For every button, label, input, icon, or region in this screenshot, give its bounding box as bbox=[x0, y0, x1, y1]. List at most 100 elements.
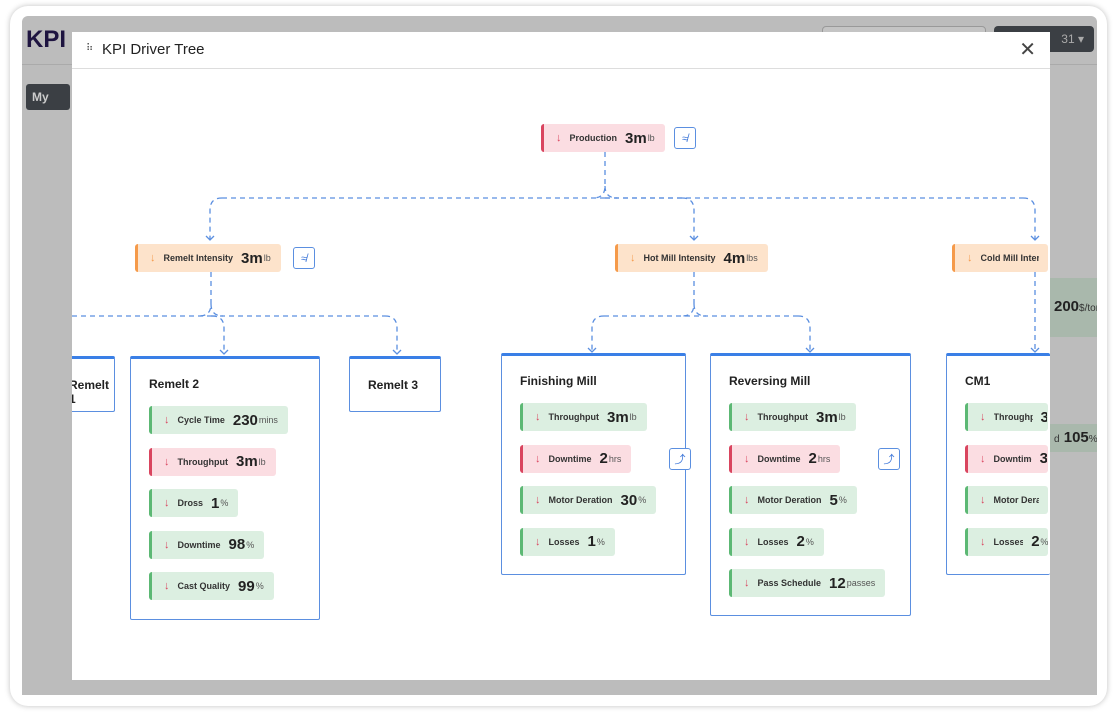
metric-unit: % bbox=[220, 498, 229, 508]
connector-arrowhead bbox=[392, 349, 402, 355]
metric-value: 3m bbox=[815, 408, 838, 426]
metric-unit: passes bbox=[846, 578, 876, 588]
connector-arrowhead bbox=[689, 235, 699, 241]
peek-label: d bbox=[1054, 434, 1060, 445]
metric-value: 3 bbox=[1041, 409, 1047, 426]
metric-value: 230 bbox=[232, 411, 258, 429]
arrow-down-icon: ↓ bbox=[744, 452, 750, 465]
metric-value: 99 bbox=[238, 577, 255, 595]
arrow-down-icon: ↓ bbox=[630, 252, 636, 264]
metric-value: 98 bbox=[228, 536, 246, 553]
connector-line bbox=[209, 197, 223, 240]
metric-chip[interactable]: ↓Motor Deration bbox=[965, 486, 1048, 514]
connector-arrowhead bbox=[1030, 235, 1040, 241]
driver-card[interactable]: Remelt 1 bbox=[72, 356, 115, 412]
arrow-down-icon: ↓ bbox=[535, 494, 541, 506]
metric-label: Motor Deration bbox=[757, 495, 822, 505]
connector-line bbox=[384, 315, 398, 354]
driver-card[interactable]: Remelt 3 bbox=[349, 356, 441, 412]
arrow-down-icon: ↓ bbox=[980, 411, 986, 423]
metric-label: Motor Deration bbox=[548, 495, 613, 505]
metric-unit: % bbox=[255, 581, 264, 591]
connector-line bbox=[604, 185, 618, 199]
metric-value: 12 bbox=[829, 574, 846, 592]
connector-line bbox=[211, 315, 225, 354]
arrow-down-icon: ↓ bbox=[980, 452, 986, 465]
tree-icon: ⠷ bbox=[86, 43, 94, 54]
metric-value: 2 bbox=[808, 450, 817, 467]
metric-label: Throughput bbox=[548, 412, 599, 422]
metric-label: Downtime bbox=[548, 453, 592, 464]
metric-value: 4m bbox=[723, 249, 746, 267]
connector-arrowhead bbox=[805, 347, 815, 353]
metric-value: 2 bbox=[1031, 533, 1040, 550]
arrow-down-icon: ↓ bbox=[164, 455, 170, 468]
metric-label: Downtime bbox=[993, 453, 1032, 464]
close-button[interactable]: ✕ bbox=[1019, 39, 1036, 61]
metric-unit: hrs bbox=[608, 453, 622, 464]
metric-unit: % bbox=[596, 536, 605, 547]
metric-label: Hot Mill Intensity bbox=[643, 253, 716, 263]
card-title: Remelt 3 bbox=[368, 378, 419, 392]
arrow-down-icon: ↓ bbox=[535, 535, 541, 548]
metric-value: 2 bbox=[599, 450, 608, 467]
metric-label: Cast Quality bbox=[177, 581, 231, 591]
arrow-down-icon: ↓ bbox=[164, 538, 170, 551]
metric-chip[interactable]: ↓ Cast Quality 99% bbox=[149, 572, 274, 600]
arrow-down-icon: ↓ bbox=[164, 580, 170, 592]
arrow-down-icon: ↓ bbox=[164, 497, 170, 509]
metric-unit: lbs bbox=[746, 253, 758, 263]
metric-label: Losses bbox=[757, 536, 789, 547]
metric-label: Motor Deration bbox=[993, 495, 1040, 505]
peek-chip-percent: d 105% bbox=[1050, 424, 1097, 452]
metric-value: 3m bbox=[625, 129, 647, 147]
metric-unit: % bbox=[638, 495, 647, 505]
arrow-down-icon: ↓ bbox=[535, 452, 541, 465]
compare-trend-icon[interactable]: ≉ bbox=[293, 247, 315, 269]
metric-label: Cold Mill Intens bbox=[980, 253, 1040, 263]
trend-chart-icon[interactable]: ⤴ bbox=[669, 448, 691, 470]
metric-chip[interactable]: ↓ Throughput 3 bbox=[965, 403, 1048, 431]
app-logo: KPI bbox=[26, 26, 67, 53]
metric-label: Remelt Intensity bbox=[163, 253, 234, 263]
connector-line bbox=[681, 272, 695, 317]
compare-trend-icon[interactable]: ≉ bbox=[674, 127, 696, 149]
metric-label: Throughput bbox=[993, 412, 1033, 422]
connector-arrowhead bbox=[1030, 347, 1040, 353]
metric-label: Pass Schedule bbox=[757, 578, 822, 588]
background-tab: My bbox=[26, 84, 70, 110]
card-title: Finishing Mill bbox=[520, 374, 597, 388]
arrow-down-icon: ↓ bbox=[744, 411, 750, 423]
arrow-down-icon: ↓ bbox=[744, 577, 750, 589]
metric-label: Production bbox=[569, 133, 618, 143]
peek-unit: $/ton bbox=[1079, 303, 1097, 314]
metric-unit: lb bbox=[647, 133, 655, 143]
metric-value: 5 bbox=[829, 491, 838, 509]
trend-chart-icon[interactable]: ⤴ bbox=[878, 448, 900, 470]
metric-unit: lb bbox=[258, 456, 266, 467]
metric-value: 3m bbox=[235, 453, 258, 470]
connector-line bbox=[1022, 197, 1036, 240]
metric-label: Dross bbox=[177, 498, 204, 508]
kpi-node-level1[interactable]: ↓Cold Mill Intens bbox=[952, 244, 1048, 272]
card-title: Remelt 1 bbox=[72, 378, 110, 406]
card-title: CM1 bbox=[965, 374, 991, 388]
metric-chip[interactable]: ↓Downtime3 bbox=[965, 444, 1048, 473]
